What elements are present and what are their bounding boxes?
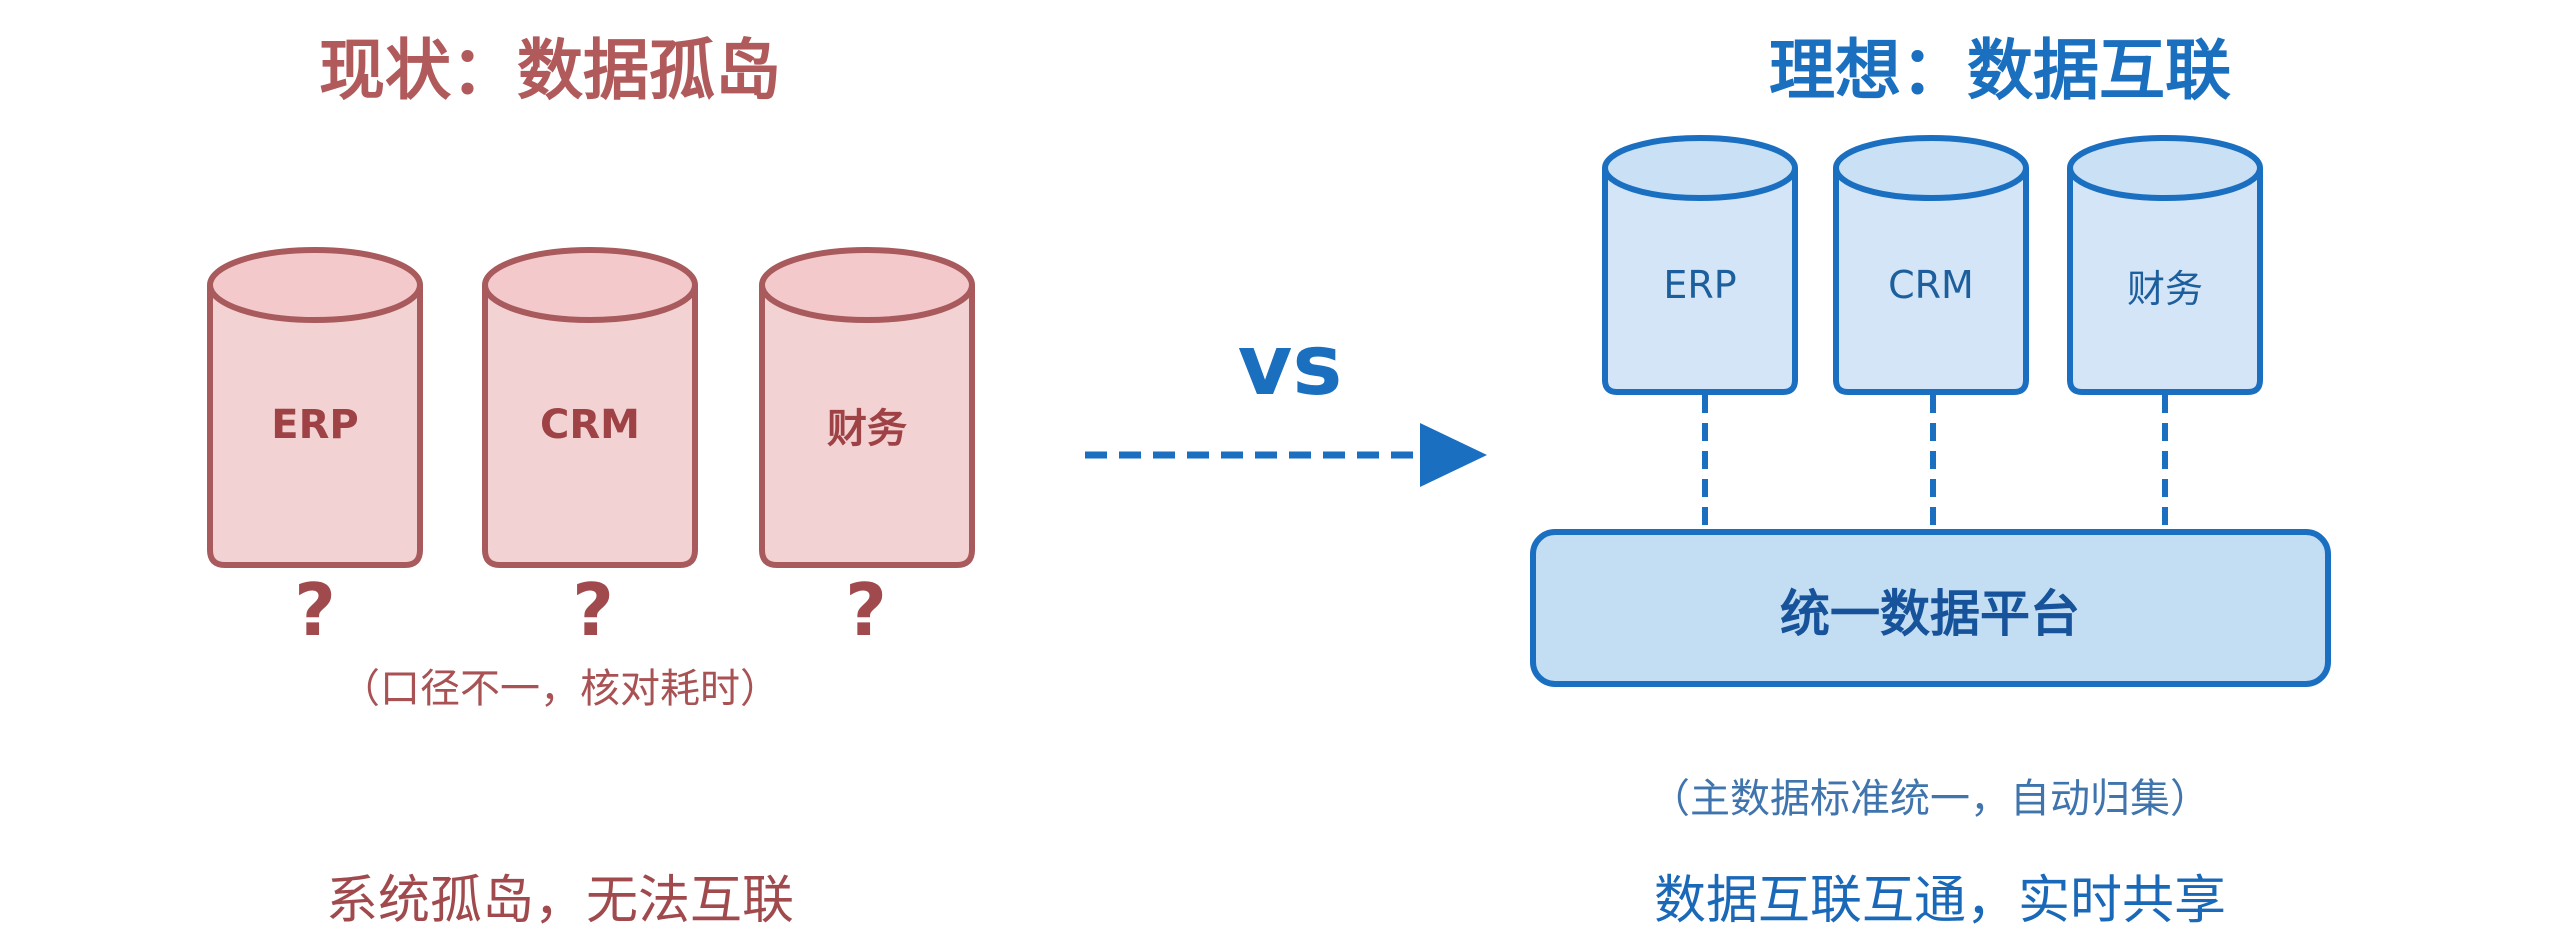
right-db-finance xyxy=(2067,135,2263,395)
left-db-label-finance: 财务 xyxy=(827,406,907,452)
right-note: （主数据标准统一，自动归集） xyxy=(1650,776,2210,822)
left-db-crm xyxy=(482,247,698,568)
right-summary: 数据互联互通，实时共享 xyxy=(1653,870,2226,931)
left-db-erp xyxy=(207,247,423,568)
connectors xyxy=(1702,395,2168,530)
left-summary: 系统孤岛，无法互联 xyxy=(325,870,794,931)
right-db-crm xyxy=(1833,135,2029,395)
left-db-label-erp: ERP xyxy=(271,402,359,448)
left-note: （口径不一，核对耗时） xyxy=(340,666,780,712)
vs-label: vs xyxy=(1237,316,1343,414)
left-db-finance xyxy=(759,247,975,568)
right-db-label-crm: CRM xyxy=(1888,263,1974,307)
unified-platform-label: 统一数据平台 xyxy=(1780,585,2080,643)
question-mark-erp: ? xyxy=(294,568,336,652)
right-db-label-finance: 财务 xyxy=(2126,266,2203,311)
right-db-label-erp: ERP xyxy=(1663,263,1737,307)
question-mark-finance: ? xyxy=(845,568,887,652)
right-title: 理想：数据互联 xyxy=(1769,32,2231,109)
transition-arrow xyxy=(1085,423,1487,487)
question-mark-crm: ? xyxy=(572,568,614,652)
right-db-erp xyxy=(1602,135,1798,395)
left-db-label-crm: CRM xyxy=(540,402,640,448)
unified-platform-box xyxy=(1530,529,2331,687)
left-title: 现状：数据孤岛 xyxy=(319,32,781,109)
